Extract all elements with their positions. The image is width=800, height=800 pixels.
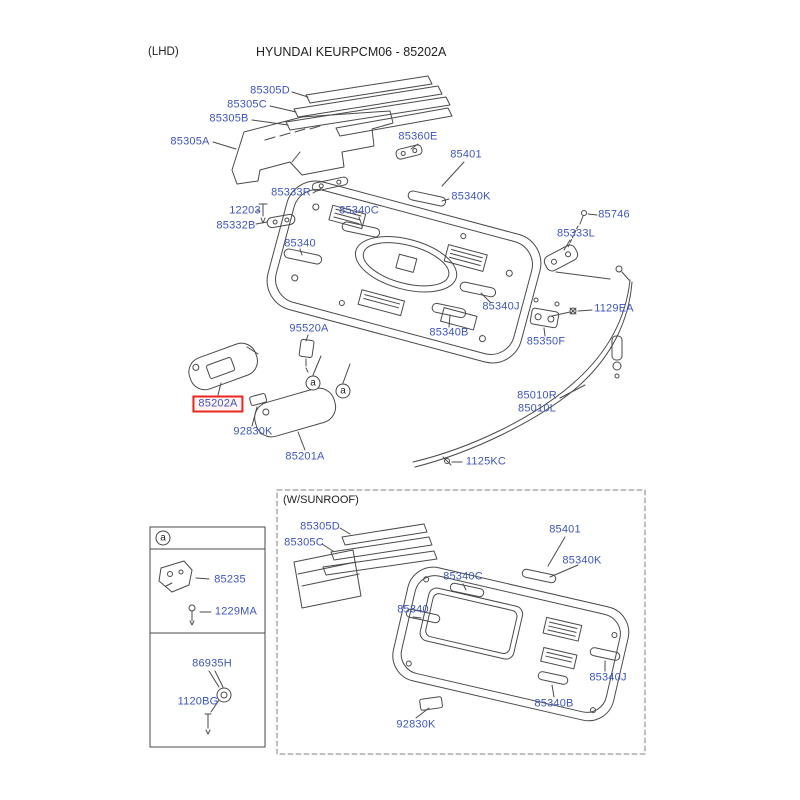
part-label-92830k: 92830K — [233, 425, 273, 438]
part-label-85340b: 85340B — [429, 326, 469, 339]
sunroof-part-label-85340j: 85340J — [589, 671, 627, 684]
part-label-85333r: 85333R — [271, 186, 311, 199]
sunroof-part-label-85305c: 85305C — [284, 536, 324, 549]
sunroof-part-label-92830k: 92830K — [396, 718, 436, 731]
detail-marker-a-1: a — [305, 375, 321, 391]
sunroof-part-label-85305d: 85305D — [300, 520, 340, 533]
part-label-86935h: 86935H — [192, 657, 232, 670]
sunroof-part-label-85340k: 85340K — [562, 554, 602, 567]
part-label-85340c: 85340C — [339, 204, 379, 217]
part-label-1129ea: 1129EA — [594, 302, 634, 315]
part-label-85350f: 85350F — [526, 335, 566, 348]
sunroof-part-label-85340b: 85340B — [534, 697, 574, 710]
part-label-85340j: 85340J — [482, 300, 520, 313]
part-label-1229ma: 1229MA — [214, 605, 258, 618]
part-label-95520a: 95520A — [289, 322, 329, 335]
part-label-1125kc: 1125KC — [465, 455, 507, 468]
part-label-12203: 12203 — [229, 204, 261, 217]
part-label-85360e: 85360E — [398, 130, 438, 143]
drive-type-label: (LHD) — [148, 46, 179, 58]
part-label-85746: 85746 — [598, 208, 630, 221]
part-label-1120bg: 1120BG — [177, 695, 219, 708]
part-label-85340: 85340 — [284, 237, 316, 250]
part-label-85340k: 85340K — [451, 190, 491, 203]
sunroof-part-label-85340: 85340 — [397, 603, 429, 616]
inset-marker-a: a — [155, 530, 171, 546]
part-label-85332b: 85332B — [216, 219, 256, 232]
part-label-85401: 85401 — [450, 148, 482, 161]
part-label-85235: 85235 — [214, 573, 246, 586]
part-label-85010r: 85010R — [517, 389, 557, 402]
page-title: HYUNDAI KEURPCM06 - 85202A — [256, 45, 447, 59]
sunroof-part-label-85401: 85401 — [549, 523, 581, 536]
part-label-85305c: 85305C — [227, 98, 267, 111]
part-label-85305d: 85305D — [250, 84, 290, 97]
part-label-85305a: 85305A — [170, 135, 210, 148]
part-label-85333l: 85333L — [557, 227, 595, 240]
detail-marker-a-2: a — [335, 383, 351, 399]
part-label-85305b: 85305B — [209, 112, 249, 125]
part-label-85201a: 85201A — [285, 450, 325, 463]
part-label-85202a-highlighted: 85202A — [192, 395, 244, 413]
sunroof-part-label-85340c: 85340C — [443, 570, 483, 583]
sunroof-section-title: (W/SUNROOF) — [283, 494, 359, 506]
part-label-85010l: 85010L — [518, 402, 556, 415]
